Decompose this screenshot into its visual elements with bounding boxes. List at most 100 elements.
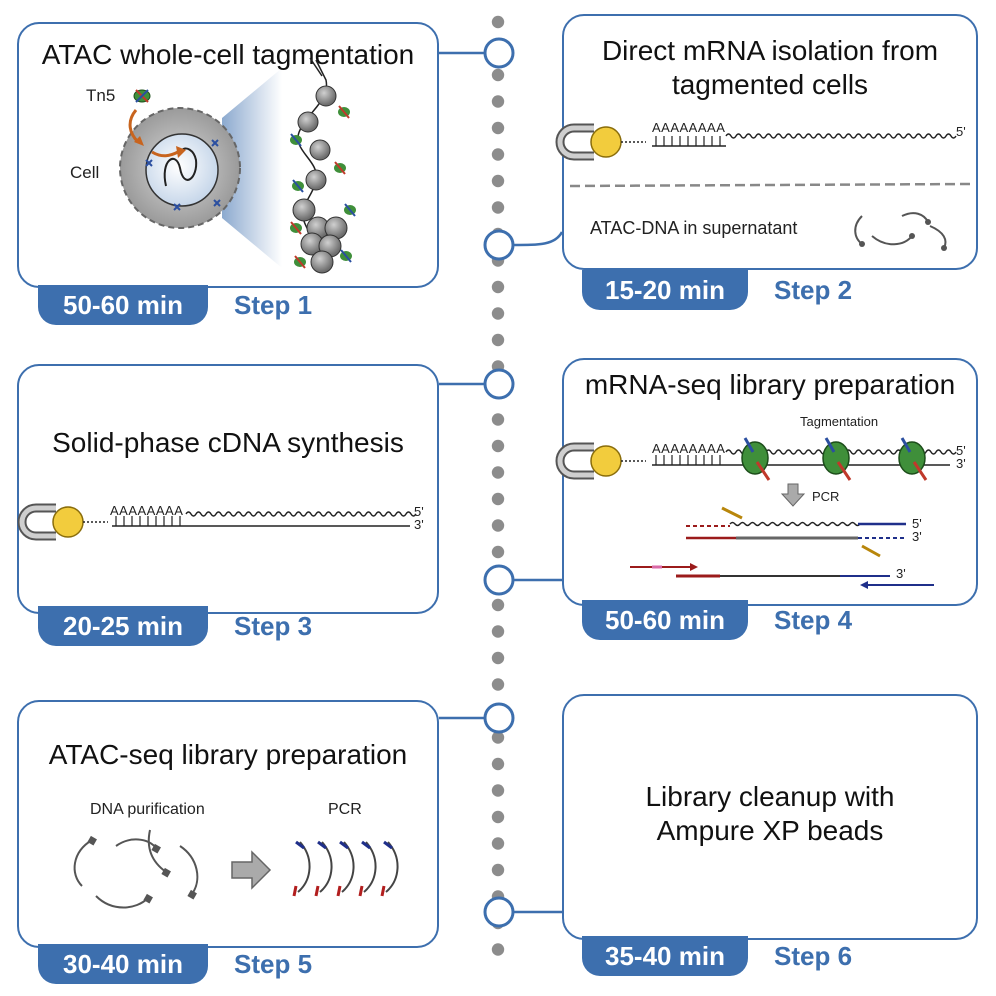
timeline-dot: [491, 280, 505, 294]
amplicon-blue-end: [317, 840, 327, 850]
adapter-red: [912, 461, 928, 481]
timeline-dot: [491, 598, 505, 612]
five-prime-label-4a: 5': [956, 443, 966, 458]
amplicon-red-end: [314, 885, 320, 897]
pcr-label-4: PCR: [812, 489, 840, 504]
timeline-ring: [483, 37, 515, 69]
nucleus-icon: [145, 133, 219, 207]
mrna-strand: [725, 133, 957, 139]
timeline-dot: [491, 95, 505, 108]
atac-dna-fragment: [147, 829, 167, 873]
fragment-end: [87, 835, 97, 846]
step-3-label: Step 3: [234, 611, 313, 641]
atac-dna-fragment: [179, 845, 199, 895]
adapter-blue: [900, 437, 912, 453]
primer-arrowhead: [690, 563, 698, 571]
fragment-end: [187, 889, 197, 900]
fragment-end: [925, 219, 931, 225]
timeline-dot: [491, 201, 505, 214]
polyA-label-2: AAAAAAAA: [652, 120, 726, 135]
step-3-card: [17, 364, 439, 614]
timeline-dot: [491, 174, 505, 188]
step-2-title-line1: Direct mRNA isolation from: [601, 35, 939, 66]
amplicon-red-end: [292, 885, 298, 897]
atac-dna-fragment: [115, 838, 157, 849]
amplicon-blue-end: [383, 840, 393, 850]
timeline-dot: [491, 837, 505, 850]
pcr-arrow-icon: [231, 850, 272, 890]
fragment-end: [161, 867, 171, 878]
step-4-card: [562, 358, 978, 606]
step-5-label: Step 5: [234, 949, 313, 979]
timeline-dot: [491, 307, 505, 320]
magnet-highlight: [557, 444, 594, 478]
step-5-time-badge: 30-40 min: [38, 944, 208, 984]
amplicon-red-end: [358, 885, 364, 897]
magnet-highlight: [19, 505, 56, 539]
timeline-dot: [491, 545, 505, 559]
tagmentation-label: Tagmentation: [800, 414, 879, 429]
three-prime-label-4c: 3': [896, 566, 906, 581]
tn5-enzyme-icon: [822, 441, 850, 475]
dna-purification-label: DNA purification: [90, 801, 205, 818]
step-1-title: ATAC whole-cell tagmentation: [41, 39, 415, 70]
fragment-end: [859, 241, 865, 247]
timeline-ring: [483, 702, 515, 734]
timeline-dot: [491, 15, 505, 29]
atac-dna-fragment: [871, 235, 913, 246]
atac-dna-fragment: [73, 839, 93, 887]
step-2-title-line2: tagmented cells: [671, 69, 869, 100]
adapter-blue: [743, 437, 755, 453]
adapter-blue: [824, 437, 836, 453]
amplicon-red-end: [336, 885, 342, 897]
timeline-ring: [483, 896, 515, 928]
step-2-time-badge: 15-20 min: [582, 270, 748, 310]
five-prime-label-4b: 5': [912, 516, 922, 531]
timeline-dot: [491, 519, 505, 532]
step-4-title: mRNA-seq library preparation: [584, 369, 956, 400]
step-3-title: Solid-phase cDNA synthesis: [52, 427, 404, 458]
mrna-strand: [185, 511, 417, 517]
step-3-time-badge: 20-25 min: [38, 606, 208, 646]
fragment-end: [909, 233, 915, 239]
timeline-ring: [483, 229, 515, 261]
timeline-dot: [491, 466, 505, 479]
step-6-label: Step 6: [774, 941, 853, 971]
index-primer-gold: [861, 544, 881, 558]
timeline-dot: [491, 810, 505, 824]
step-2-label: Step 2: [774, 275, 853, 305]
cell-label: Cell: [70, 163, 100, 182]
timeline-dot: [491, 625, 505, 638]
fragment-end: [143, 893, 153, 904]
nucleus-entry-arrow: [151, 150, 179, 158]
adapter-red: [755, 461, 771, 481]
timeline-dot: [491, 68, 505, 82]
step-4-label: Step 4: [774, 605, 853, 635]
step-5-card: [17, 700, 439, 948]
timeline-dot: [491, 413, 505, 426]
timeline-dot: [491, 439, 505, 453]
fragment-strand: [729, 521, 861, 527]
tn5-enzyme-icon: [741, 441, 769, 475]
step-6-time-badge: 35-40 min: [582, 936, 748, 976]
timeline-dot: [491, 148, 505, 161]
five-prime-label-3: 5': [414, 504, 424, 519]
timeline-dot: [491, 678, 505, 691]
timeline-ring: [483, 368, 515, 400]
step-5-title: ATAC-seq library preparation: [48, 739, 408, 770]
timeline-dot: [491, 651, 505, 665]
tn5-complexes: [290, 105, 356, 269]
tn5-label: Tn5: [86, 86, 116, 105]
three-prime-label-4b: 3': [912, 529, 922, 544]
fragment-end: [941, 245, 947, 251]
timeline-dot: [491, 333, 505, 347]
timeline-dot: [491, 121, 505, 135]
supernatant-divider: [569, 182, 971, 188]
step-6-title-line1: Library cleanup with: [645, 781, 895, 812]
